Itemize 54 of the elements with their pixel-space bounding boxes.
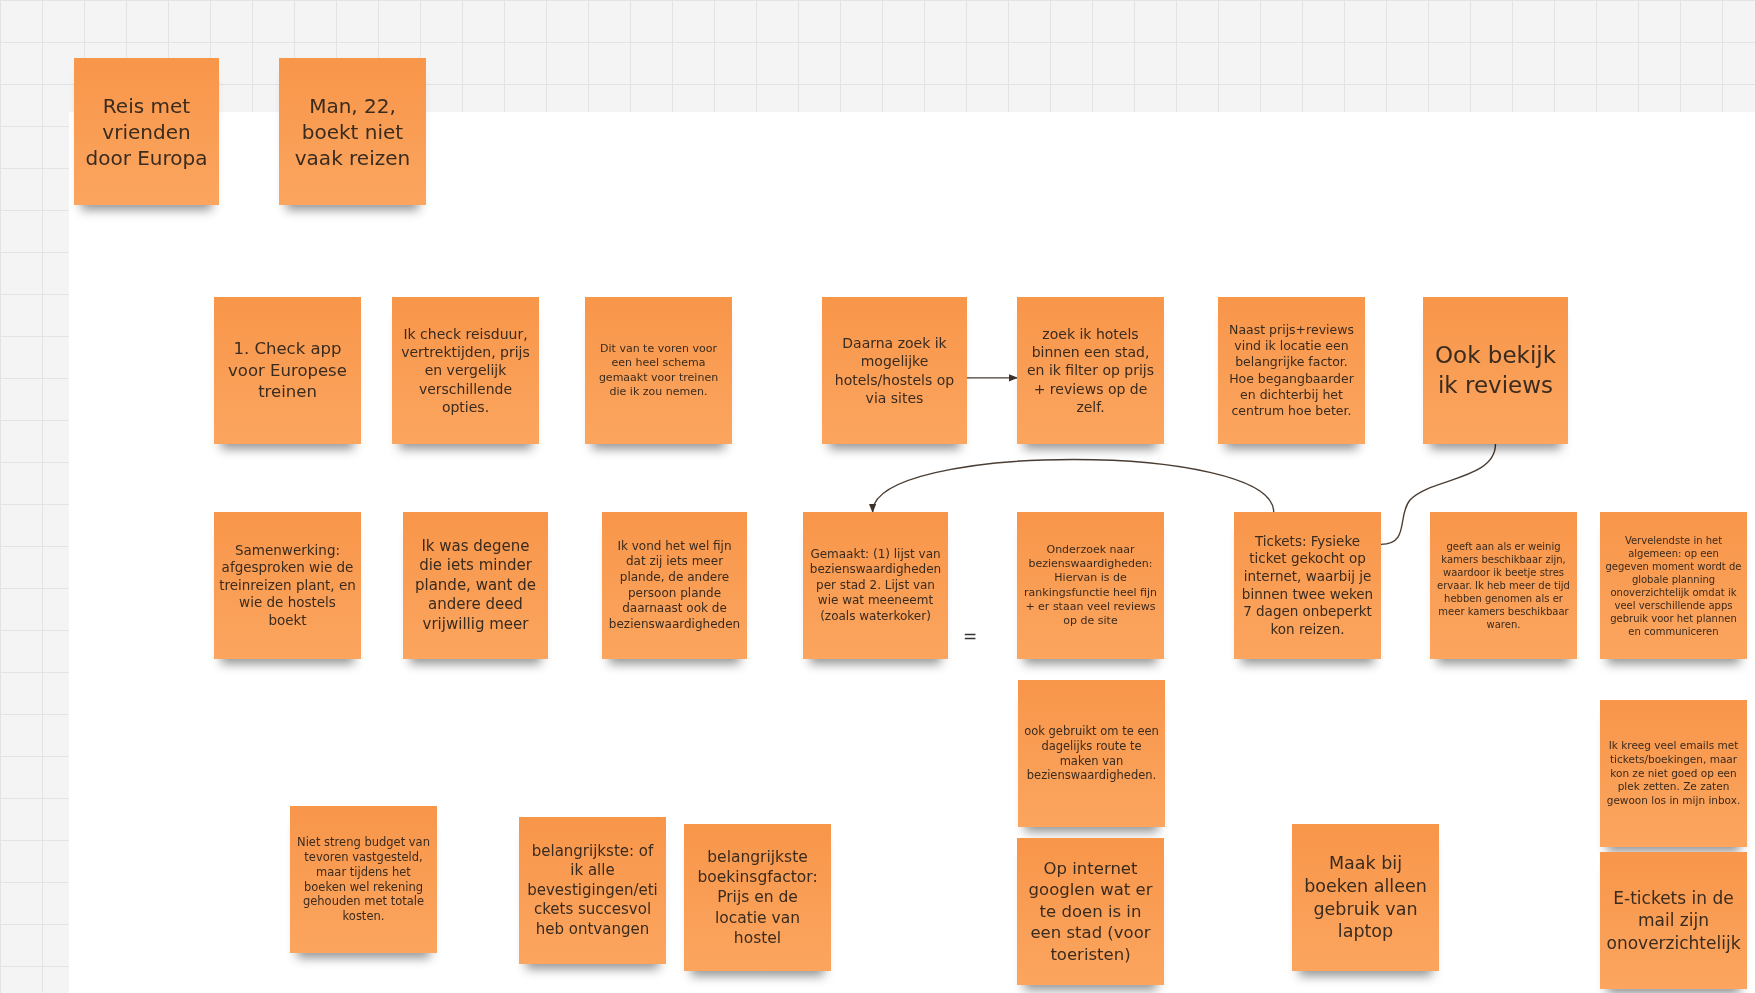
arrow (871, 458, 1275, 513)
sticky-note (1600, 700, 1747, 847)
sticky-note (1017, 512, 1164, 659)
note-text: Tickets: Fysieke ticket gekocht op internet, waarbij je binnen twee weken 7 dagen onbeperkt kon reizen. (1240, 532, 1375, 639)
arrow (966, 374, 1018, 382)
note-text: Maak bij boeken alleen gebruik van laptop (1303, 852, 1428, 943)
sticky-note (74, 58, 219, 205)
note-text: belangrijkste boekinsgfactor: Prijs en de locatie van hostel (696, 847, 819, 948)
note-text: geeft aan als er weinig kamers beschikbaar zijn, waardoor ik beetje stres ervaar. Ik heb meer de tijd hebben genomen als er meer kamers beschikbaar waren. (1436, 540, 1571, 631)
note-text: Reis met vrienden door Europa (84, 92, 209, 171)
note-text: Ik check reisduur, vertrektijden, prijs en vergelijk verschillende opties. (400, 325, 531, 416)
note-text: Ook bekijk ik reviews (1434, 340, 1557, 400)
sticky-note (1600, 852, 1747, 989)
note-text: Gemaakt: (1) lijst van bezienswaardigheden per stad 2. Lijst van wie wat meeneemt (zoals waterkoker) (808, 546, 943, 625)
note-text: Vervelendste in het algemeen: op een gegeven moment wordt de globale planning onoverzichtelijk omdat ik veel verschillende apps gebruik voor het plannen en communiceren (1605, 533, 1742, 638)
note-text: Daarna zoek ik mogelijke hotels/hostels op via sites (833, 334, 956, 407)
sticky-note (1292, 824, 1439, 971)
note-text: Op internet googlen wat er te doen is in een stad (voor toeristen) (1027, 857, 1154, 966)
note-text: belangrijkste: of ik alle bevestigingen/etickets succesvol heb ontvangen (526, 841, 659, 940)
sticky-note (290, 806, 437, 953)
note-text: Ik kreeg veel emails met tickets/boekingen, maar kon ze niet goed op een plek zetten. Ze zaten gewoon los in mijn inbox. (1605, 739, 1742, 808)
note-text: Naast prijs+reviews vind ik locatie een belangrijke factor. Hoe begangbaarder en dichterbij het centrum hoe beter. (1228, 321, 1355, 420)
connector-line (1380, 443, 1497, 546)
sticky-note (1423, 297, 1568, 444)
sticky-note (403, 512, 548, 659)
sticky-note (1218, 297, 1365, 444)
note-text: Samenwerking: afgesproken wie de treinreizen plant, en wie de hostels boekt (219, 541, 356, 630)
sticky-note (585, 297, 732, 444)
sticky-note (822, 297, 967, 444)
note-text: Ik was degene die iets minder plande, want de andere deed vrijwillig meer (413, 536, 537, 635)
note-text: Ik vond het wel fijn dat zij iets meer plande, de andere persoon plande daarnaast ook de bezienswaardigheden (607, 538, 742, 633)
sticky-note (803, 512, 948, 659)
note-text: zoek ik hotels binnen een stad, en ik filter op prijs + reviews op de zelf. (1026, 325, 1155, 416)
note-text: Niet streng budget van tevoren vastgesteld, maar tijdens het boeken wel rekening gehouden met totale kosten. (296, 834, 431, 925)
sticky-note (519, 817, 666, 964)
note-text: Onderzoek naar bezienswaardigheden: Hiervan is de rankingsfunctie heel fijn + er staan veel reviews op de site (1023, 542, 1158, 629)
sticky-note (684, 824, 831, 971)
sticky-note (279, 58, 426, 205)
sticky-note (1234, 512, 1381, 659)
sticky-note (1600, 512, 1747, 659)
equals-sign: = (963, 628, 978, 645)
note-text: E-tickets in de mail zijn onoverzichtelijk (1605, 887, 1742, 954)
sticky-note (392, 297, 539, 444)
note-text: Dit van te voren voor een heel schema gemaakt voor treinen die ik zou nemen. (597, 341, 720, 400)
sticky-note (214, 297, 361, 444)
sticky-note (1017, 838, 1164, 985)
sticky-note (214, 512, 361, 659)
sticky-note (602, 512, 747, 659)
sticky-note (1018, 680, 1165, 827)
note-text: Man, 22, boekt niet vaak reizen (293, 92, 412, 171)
sticky-note (1430, 512, 1577, 659)
sticky-note (1017, 297, 1164, 444)
note-text: ook gebruikt om te een dagelijks route te maken van bezienswaardigheden. (1023, 723, 1160, 784)
note-text: 1. Check app voor Europese treinen (227, 338, 348, 403)
